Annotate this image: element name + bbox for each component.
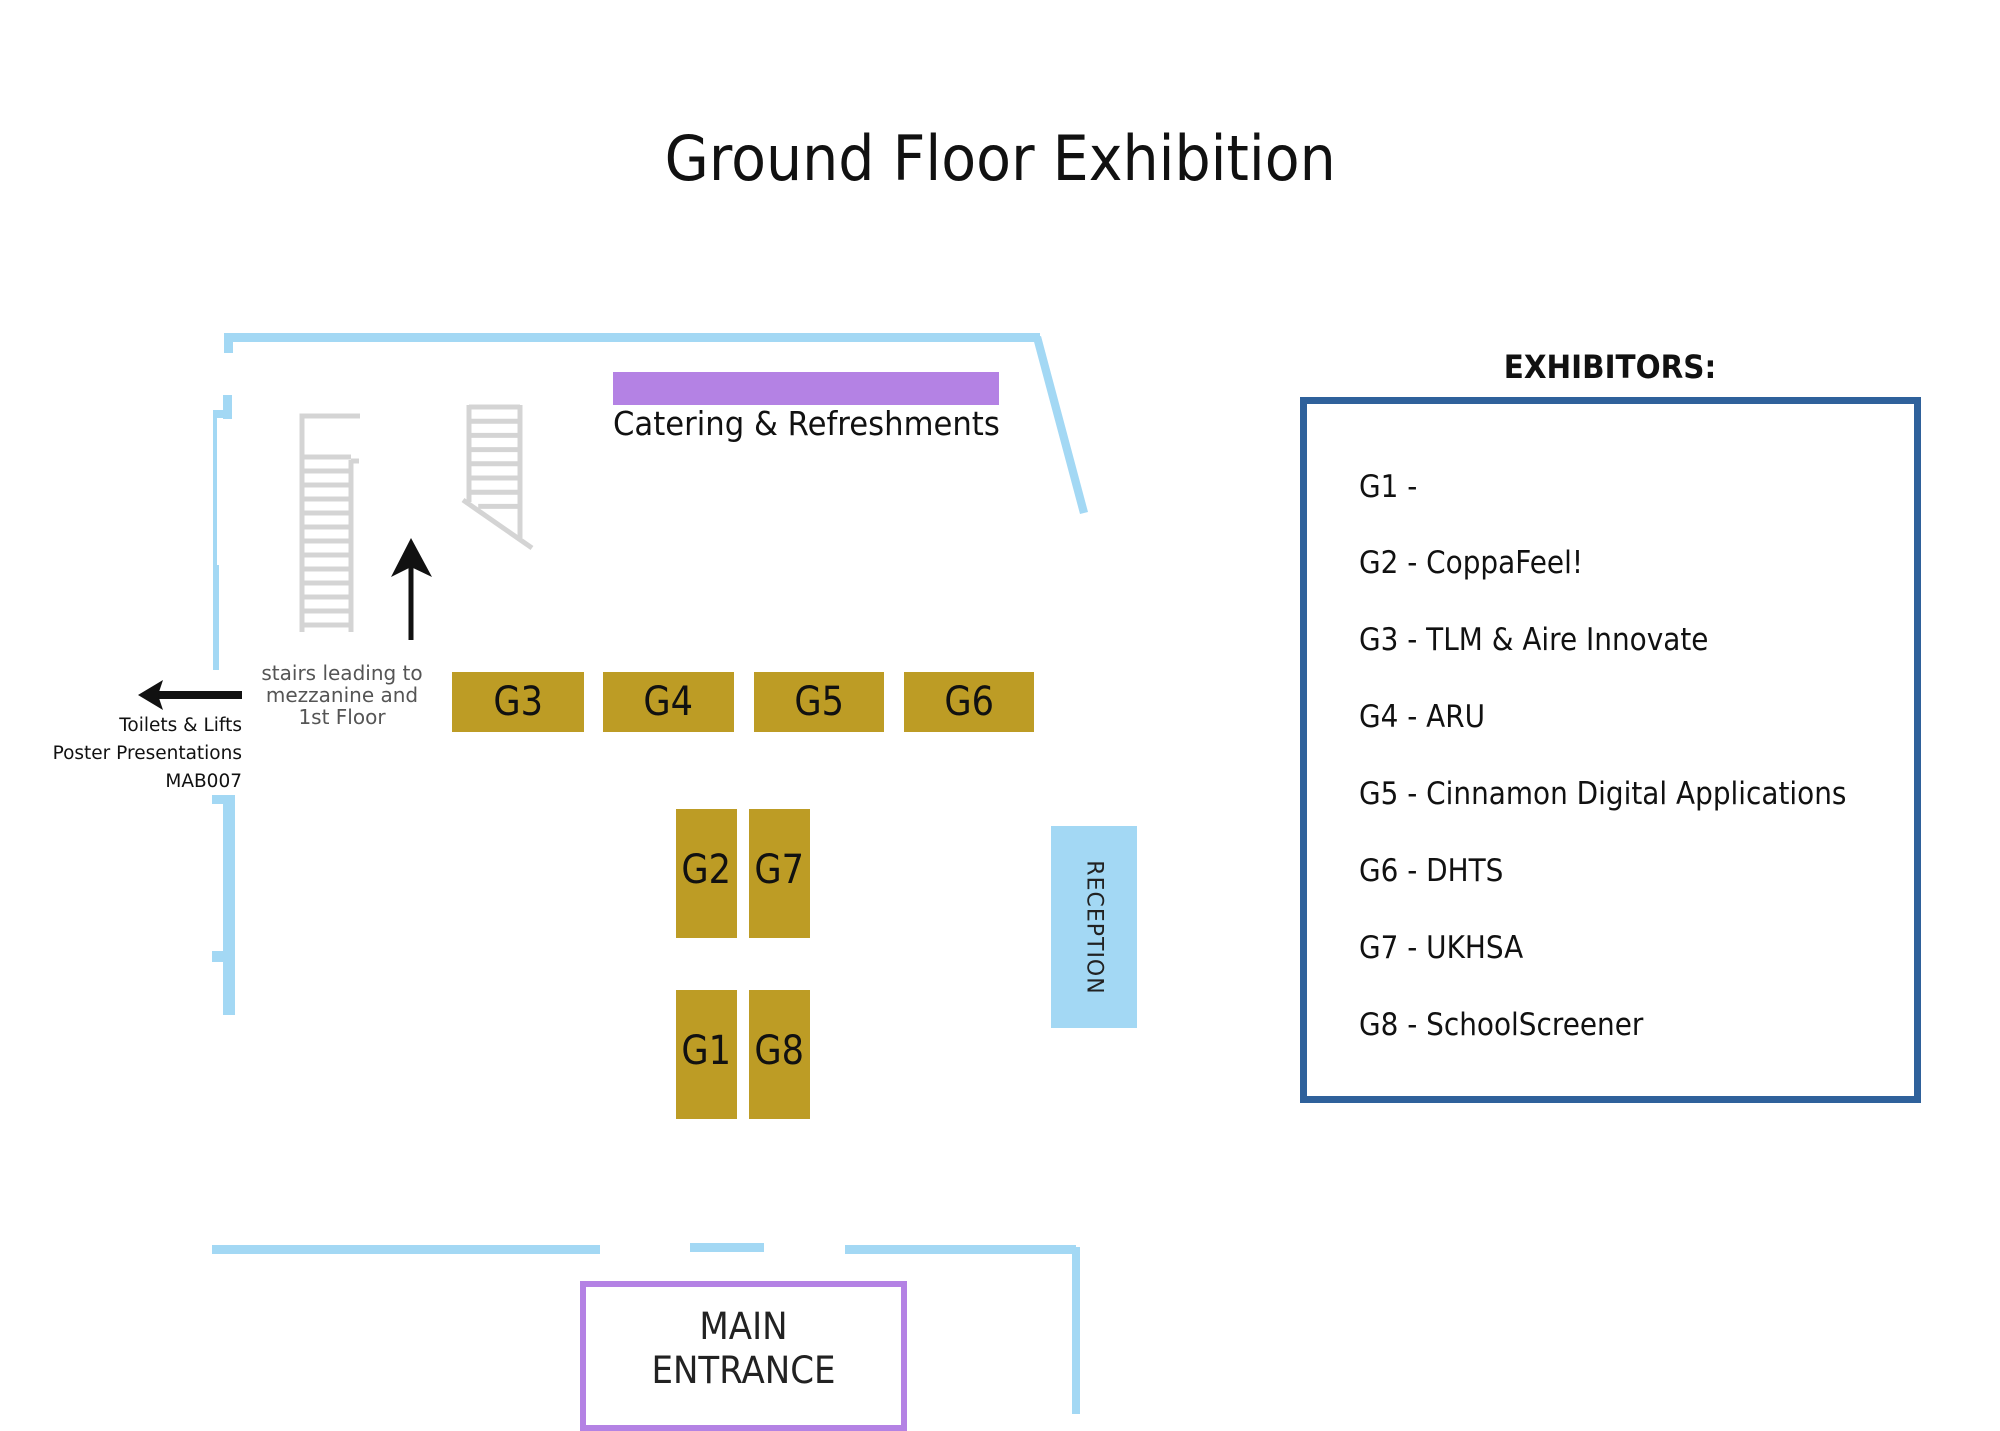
toilets-note-line: Poster Presentations: [52, 743, 242, 764]
booth-g8[interactable]: G8: [749, 990, 810, 1119]
toilets-note: Toilets & Lifts Poster Presentations MAB…: [20, 712, 242, 796]
stairs-right: [461, 404, 534, 551]
exhibitor-item: G7 - UKHSA: [1359, 930, 1524, 966]
booth-label: G8: [754, 1027, 805, 1074]
reception-label: RECEPTION: [1081, 859, 1107, 995]
exhibitors-heading: EXHIBITORS:: [1503, 348, 1717, 386]
left-arrow-icon: [138, 680, 242, 710]
exhibitor-item: G4 - ARU: [1359, 699, 1486, 735]
stairs-note-line: 1st Floor: [298, 705, 386, 729]
exhibitor-item: G5 - Cinnamon Digital Applications: [1359, 776, 1847, 812]
booth-label: G1: [681, 1027, 732, 1074]
wall-left-upper-stub: [223, 395, 232, 419]
booth-label: G4: [643, 679, 694, 725]
toilets-note-line: MAB007: [165, 771, 242, 792]
exhibitor-item: G8 - SchoolScreener: [1359, 1007, 1644, 1043]
wall-left-lower-tab-top: [212, 795, 232, 804]
exhibitor-item: G1 -: [1359, 469, 1418, 505]
stairs-note-line: mezzanine and: [265, 683, 419, 707]
walls: [212, 333, 1088, 1414]
stairs-note-line: stairs leading to: [261, 661, 423, 685]
wall-bottom-right: [845, 1245, 1076, 1254]
catering-area: [613, 372, 999, 405]
wall-left-upper-thin: [213, 410, 217, 570]
entrance-label-line: ENTRANCE: [651, 1349, 836, 1392]
wall-left-upper-tab: [213, 410, 232, 418]
booth-g6[interactable]: G6: [904, 672, 1034, 732]
catering-label: Catering & Refreshments: [613, 404, 1000, 443]
stairs-left: [299, 413, 360, 632]
booth-label: G6: [944, 679, 994, 725]
main-entrance: MAIN ENTRANCE: [580, 1281, 907, 1431]
booth-g2[interactable]: G2: [676, 809, 737, 938]
booth-label: G7: [754, 846, 805, 893]
exhibitor-item: G3 - TLM & Aire Innovate: [1359, 622, 1709, 658]
entrance-label-line: MAIN: [699, 1305, 788, 1348]
booth-label: G2: [681, 846, 732, 893]
exhibitor-item: G2 - CoppaFeel!: [1359, 545, 1584, 581]
exhibitor-item: G6 - DHTS: [1359, 853, 1504, 889]
page-title: Ground Floor Exhibition: [664, 122, 1336, 195]
booth-g3[interactable]: G3: [452, 672, 584, 732]
stairs-up-arrow-icon: [391, 538, 432, 640]
wall-left-lower: [223, 795, 235, 1015]
wall-top: [227, 333, 1040, 342]
toilets-note-line: Toilets & Lifts: [119, 715, 242, 736]
wall-top-left-stub: [224, 333, 233, 353]
wall-bottom-left: [212, 1245, 600, 1254]
booth-label: G3: [493, 679, 543, 725]
wall-left-lower-tab-mid: [212, 951, 226, 962]
booth-g1[interactable]: G1: [676, 990, 737, 1119]
booth-g4[interactable]: G4: [603, 672, 734, 732]
stairs-note: stairs leading to mezzanine and 1st Floo…: [252, 662, 432, 728]
wall-diagonal: [1033, 336, 1088, 514]
wall-left-upper-thick: [213, 565, 219, 670]
booth-g5[interactable]: G5: [754, 672, 884, 732]
booth-g7[interactable]: G7: [749, 809, 810, 938]
wall-bottom-center: [690, 1243, 764, 1252]
reception-desk: RECEPTION: [1051, 826, 1137, 1028]
booth-label: G5: [794, 679, 844, 725]
wall-right-lower: [1072, 1247, 1080, 1414]
exhibitors-list: G1 - G2 - CoppaFeel! G3 - TLM & Aire Inn…: [1300, 397, 1921, 1103]
